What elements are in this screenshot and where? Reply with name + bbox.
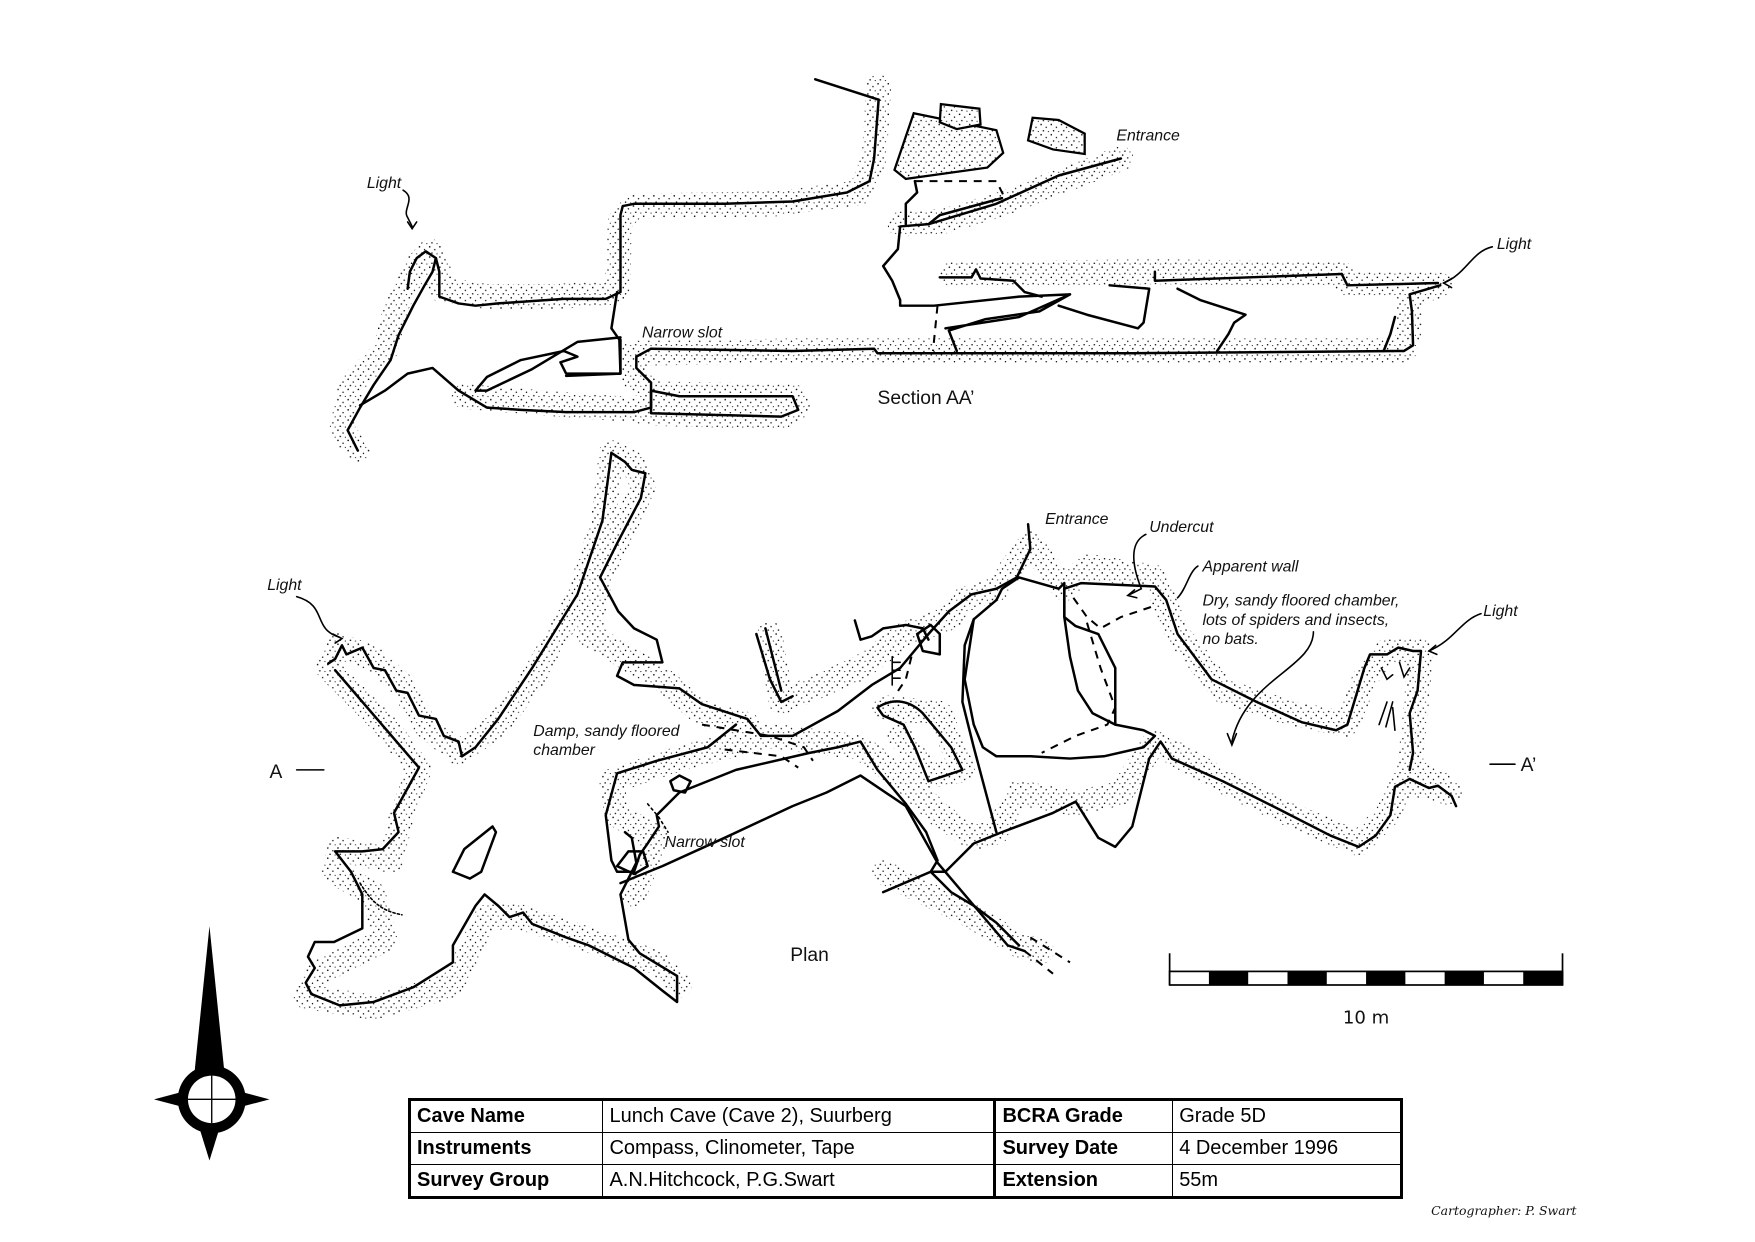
cave-name-value: Lunch Cave (Cave 2), Suurberg [602, 1099, 996, 1133]
label-undercut: Undercut [1149, 519, 1214, 536]
survey-date-value: 4 December 1996 [1172, 1132, 1402, 1165]
label-dry-chamber: lots of spiders and insects, [1202, 612, 1389, 629]
survey-date-label: Survey Date [993, 1132, 1174, 1165]
survey-info-table: Cave Name Lunch Cave (Cave 2), Suurberg … [408, 1098, 1403, 1199]
label-light: Light [367, 175, 402, 192]
label-narrow-slot: Narrow slot [665, 834, 746, 851]
scale-bar: 10 m [1168, 953, 1564, 1028]
boulder [1026, 116, 1086, 156]
extension-value: 55m [1172, 1164, 1402, 1198]
label-narrow-slot: Narrow slot [642, 324, 723, 341]
section-marker-a: A [269, 762, 282, 783]
section-marker-a-prime: A’ [1521, 755, 1537, 776]
label-dry-chamber: no bats. [1202, 631, 1258, 648]
table-row: Survey Group A.N.Hitchcock, P.G.Swart Ex… [408, 1164, 1402, 1198]
label-damp-chamber: chamber [533, 742, 595, 759]
cartographer-credit: Cartographer: P. Swart [1431, 1203, 1577, 1218]
bcra-grade-label: BCRA Grade [993, 1099, 1174, 1133]
label-entrance: Entrance [1045, 511, 1109, 528]
label-light: Light [1497, 236, 1532, 253]
label-dry-chamber: Dry, sandy floored chamber, [1202, 593, 1399, 610]
plan-drawing [293, 440, 1462, 1021]
plan-labels: Light Entrance Undercut Apparent wall Dr… [267, 511, 1536, 966]
section-aa-drawing [329, 74, 1453, 464]
cave-name-label: Cave Name [408, 1099, 604, 1133]
survey-group-value: A.N.Hitchcock, P.G.Swart [602, 1164, 996, 1198]
compass-rose-north-arrow-icon [153, 926, 270, 1161]
table-row: Instruments Compass, Clinometer, Tape Su… [408, 1132, 1402, 1165]
plan-title: Plan [790, 945, 829, 966]
bcra-grade-value: Grade 5D [1172, 1099, 1402, 1133]
survey-group-label: Survey Group [408, 1164, 604, 1198]
label-entrance: Entrance [1116, 127, 1180, 144]
extension-label: Extension [993, 1164, 1174, 1198]
instruments-value: Compass, Clinometer, Tape [602, 1132, 996, 1165]
section-title: Section AA’ [878, 388, 975, 409]
label-apparent-wall: Apparent wall [1201, 559, 1298, 576]
instruments-label: Instruments [408, 1132, 604, 1165]
boulder [938, 102, 982, 131]
section-labels: Light Entrance Light Narrow slot Section… [367, 127, 1532, 409]
label-light: Light [1483, 603, 1518, 620]
table-row: Cave Name Lunch Cave (Cave 2), Suurberg … [408, 1099, 1402, 1133]
label-light: Light [267, 577, 302, 594]
scale-label: 10 m [1343, 1007, 1389, 1028]
boulder [893, 111, 1005, 181]
label-damp-chamber: Damp, sandy floored [533, 723, 680, 740]
